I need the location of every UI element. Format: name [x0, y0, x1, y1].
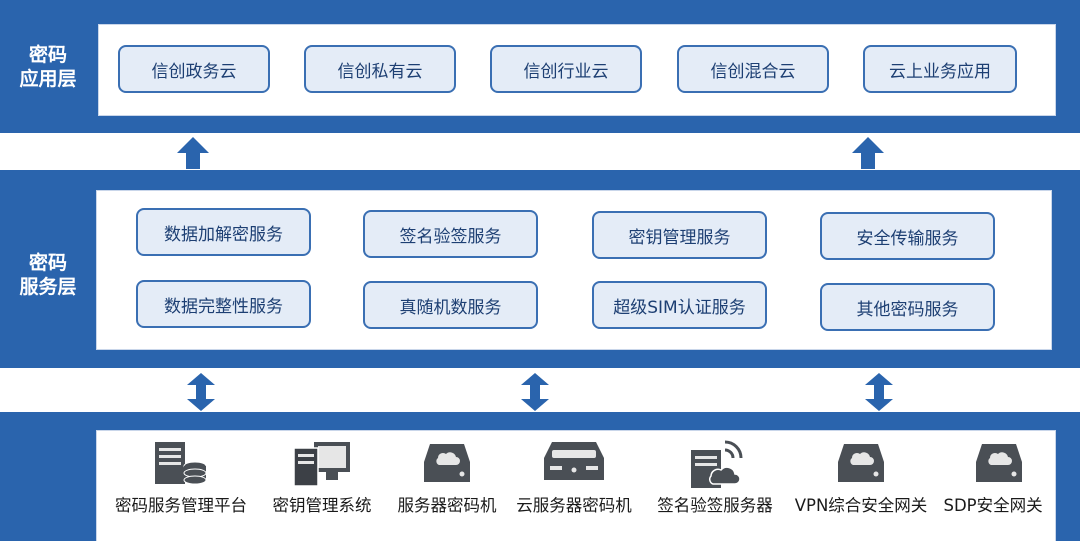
service-layer: 密码 服务层 [0, 170, 1080, 368]
app-box-hybrid-cloud[interactable]: 信创混合云 [677, 45, 829, 93]
up-arrow-icon [177, 137, 209, 169]
service-box-integrity[interactable]: 数据完整性服务 [136, 280, 311, 328]
double-arrow-icon [865, 373, 893, 411]
service-box-key-management[interactable]: 密钥管理服务 [592, 211, 767, 259]
service-box-sim-auth[interactable]: 超级SIM认证服务 [592, 281, 767, 329]
service-box-random-number[interactable]: 真随机数服务 [363, 281, 538, 329]
application-layer-label-line2: 应用层 [19, 68, 77, 90]
double-arrow-icon [521, 373, 549, 411]
cloud-drive-icon [976, 444, 1022, 482]
app-box-industry-cloud[interactable]: 信创行业云 [490, 45, 642, 93]
device-label: 服务器密码机 [397, 496, 497, 515]
device-label: 云服务器密码机 [516, 496, 632, 515]
service-box-other[interactable]: 其他密码服务 [820, 283, 995, 331]
signal-server-icon [691, 440, 743, 488]
app-box-cloud-business[interactable]: 云上业务应用 [863, 45, 1017, 93]
service-layer-label-line2: 服务层 [19, 276, 77, 298]
device-label: 签名验签服务器 [657, 496, 773, 515]
server-database-icon [155, 442, 207, 485]
app-box-private-cloud[interactable]: 信创私有云 [304, 45, 456, 93]
computer-tower-icon [293, 442, 350, 487]
service-box-signature[interactable]: 签名验签服务 [363, 210, 538, 258]
service-layer-label: 密码 服务层 [0, 251, 96, 299]
device-label: VPN综合安全网关 [794, 496, 928, 515]
device-label: 密钥管理系统 [272, 496, 372, 515]
double-arrow-icon [187, 373, 215, 411]
up-arrow-icon [852, 137, 884, 169]
cloud-drive-icon [838, 444, 884, 482]
device-label: SDP安全网关 [943, 496, 1043, 515]
application-layer-label: 密码 应用层 [0, 43, 96, 91]
cloud-drive-icon [424, 444, 470, 482]
rack-server-icon [544, 442, 604, 480]
app-box-gov-cloud[interactable]: 信创政务云 [118, 45, 270, 93]
service-layer-label-line1: 密码 [28, 252, 67, 274]
application-layer-label-line1: 密码 [28, 44, 67, 66]
service-box-secure-transport[interactable]: 安全传输服务 [820, 212, 995, 260]
device-label: 密码服务管理平台 [115, 496, 247, 515]
service-box-encryption[interactable]: 数据加解密服务 [136, 208, 311, 256]
